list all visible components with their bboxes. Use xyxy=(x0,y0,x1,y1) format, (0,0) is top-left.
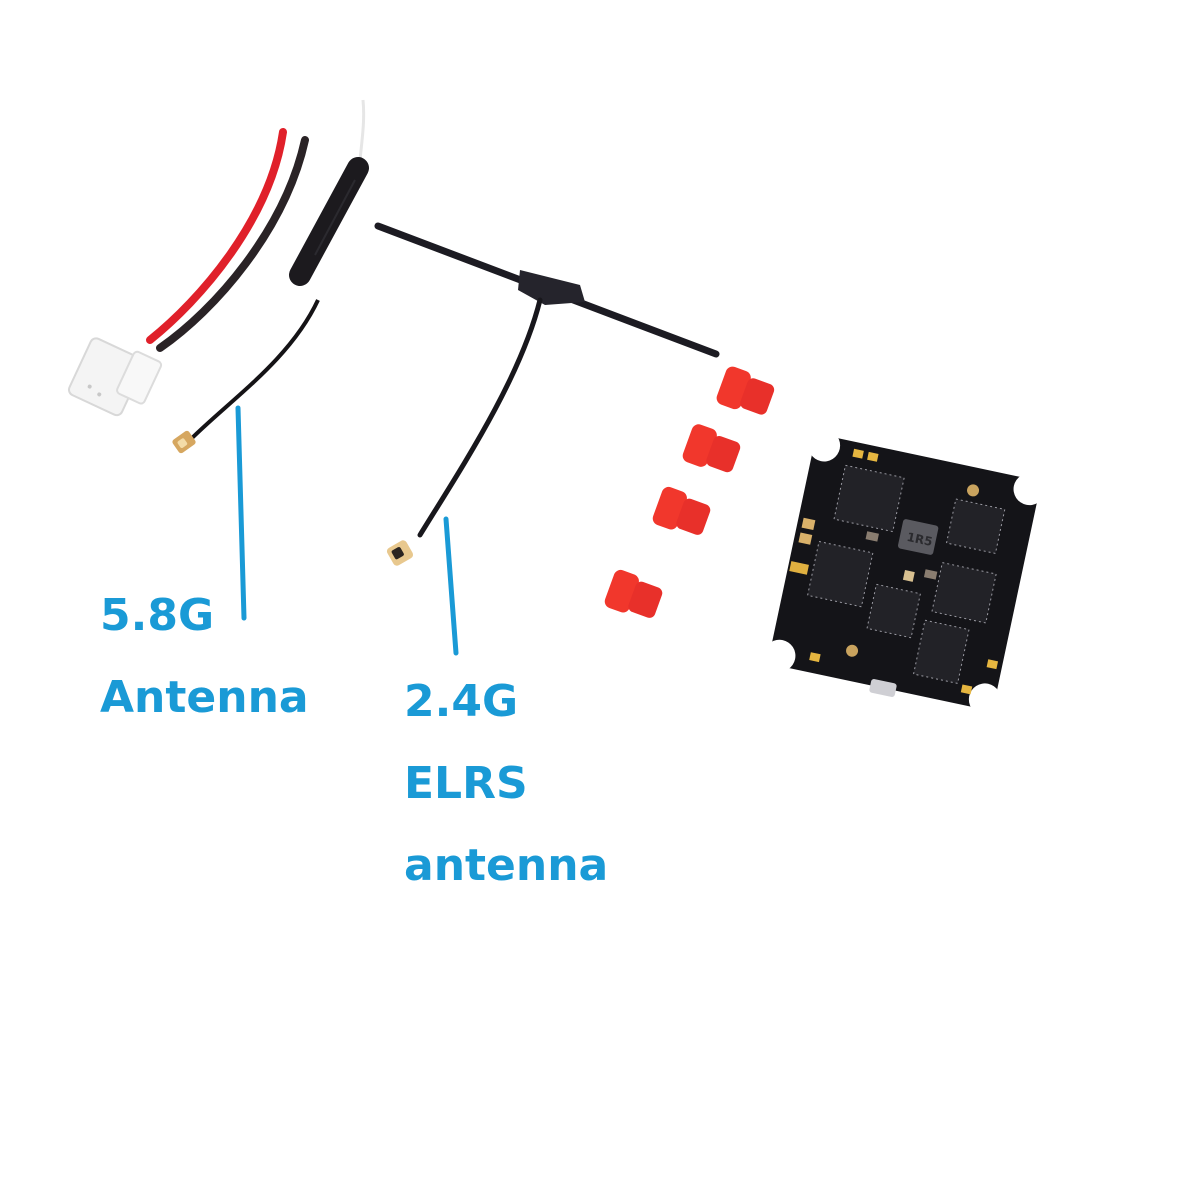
elrs-antenna-label-line1: 2.4G xyxy=(404,676,519,727)
flight-controller-board: 1R5 xyxy=(763,429,1046,716)
vtx-antenna-label-line2: Antenna xyxy=(100,672,309,723)
elrs-antenna-label-line2: ELRS xyxy=(404,758,528,809)
chip-marking: 1R5 xyxy=(906,530,934,549)
elrs-antenna-label-line3: antenna xyxy=(404,840,609,891)
elrs-t-antenna-2-4g xyxy=(374,222,720,566)
vtx-antenna-5-8g xyxy=(172,99,369,454)
vtx-antenna-label-line1: 5.8G xyxy=(100,590,215,641)
rubber-dampers xyxy=(604,366,775,618)
elrs-antenna-pointer-line xyxy=(443,516,459,656)
power-lead xyxy=(67,128,309,417)
vtx-antenna-pointer-line xyxy=(235,405,247,621)
